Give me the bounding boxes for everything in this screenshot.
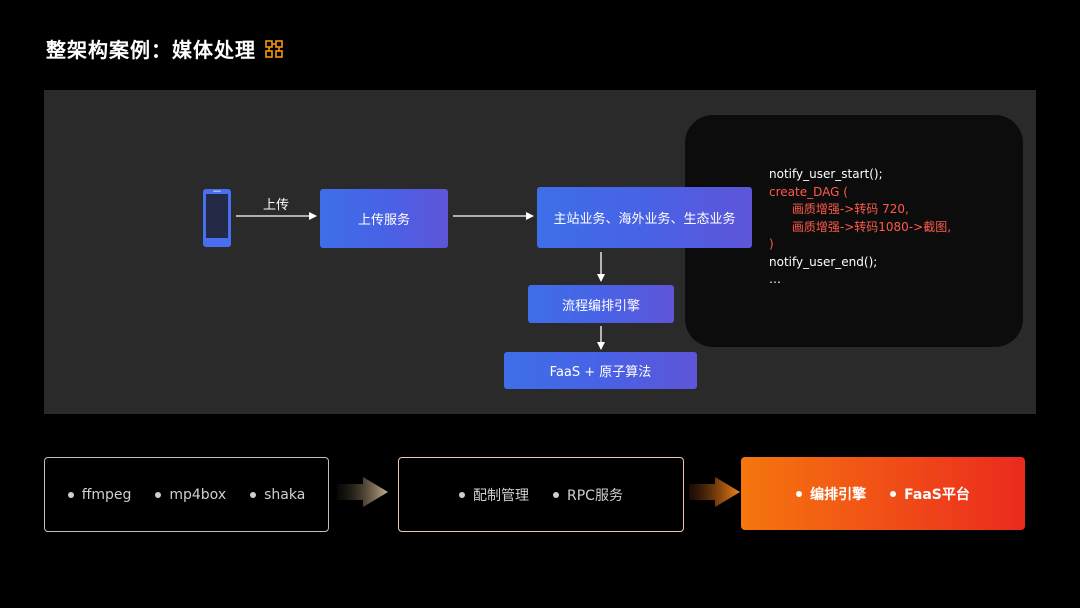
orchestration-engine-node: 流程编排引擎 <box>528 285 674 323</box>
code-line: notify_user_end(); <box>769 254 878 269</box>
list-item: ffmpeg <box>67 487 131 503</box>
chevron-arrow-1 <box>337 477 388 507</box>
upload-edge-label: 上传 <box>263 198 290 213</box>
flow-nodes-icon <box>265 39 283 58</box>
dot-icon <box>155 491 162 498</box>
chevron-arrow-2 <box>689 477 740 507</box>
tools-group: ffmpeg mp4box shaka <box>44 457 329 532</box>
code-line: ) <box>769 237 774 251</box>
page-title: 整架构案例：媒体处理 <box>46 34 284 63</box>
upload-service-node: 上传服务 <box>320 189 448 248</box>
list-item: mp4box <box>155 487 226 503</box>
dot-icon <box>67 491 74 498</box>
list-item: 编排引擎 <box>796 484 866 504</box>
dot-icon <box>250 491 257 498</box>
code-line: notify_user_start(); <box>769 167 883 181</box>
dot-icon <box>796 490 803 497</box>
code-line: … <box>769 272 781 286</box>
list-item: FaaS平台 <box>890 484 970 504</box>
faas-atomic-node: FaaS + 原子算法 <box>504 352 697 389</box>
dot-icon <box>459 491 466 498</box>
services-group: 配制管理 RPC服务 <box>398 457 684 532</box>
dot-icon <box>890 490 897 497</box>
list-item: RPC服务 <box>553 485 623 505</box>
smartphone-icon <box>203 189 231 247</box>
dot-icon <box>553 491 560 498</box>
code-snippet: notify_user_start(); create_DAG ( 画质增强->转… <box>769 166 951 289</box>
code-line: create_DAG ( <box>769 184 848 199</box>
code-line: 画质增强->转码 720, <box>769 202 909 216</box>
list-item: shaka <box>250 487 305 503</box>
code-line: 画质增强->转码1080->截图, <box>769 219 952 234</box>
platform-group: 编排引擎 FaaS平台 <box>741 457 1025 530</box>
page-title-text: 整架构案例：媒体处理 <box>46 38 256 62</box>
business-node: 主站业务、海外业务、生态业务 <box>537 187 752 248</box>
list-item: 配制管理 <box>459 485 529 505</box>
